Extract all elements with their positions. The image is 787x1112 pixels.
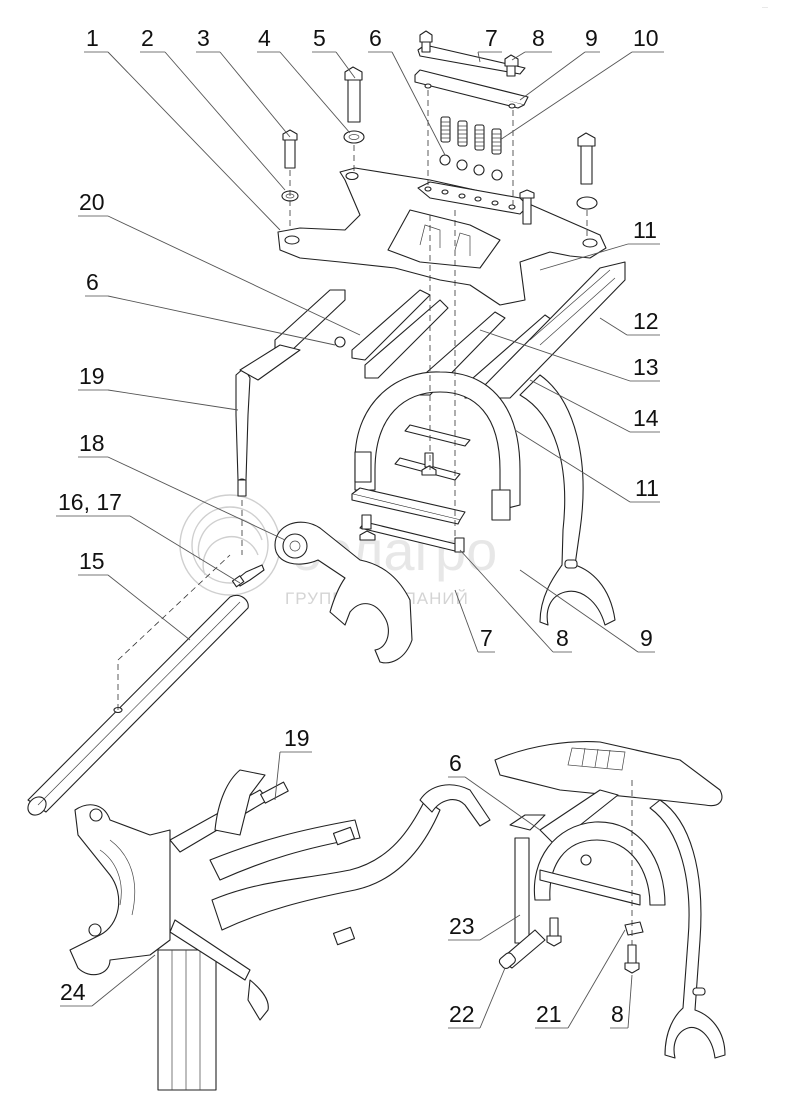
shift-rails-assembly xyxy=(235,210,626,626)
watermark-logo-icon xyxy=(179,494,281,596)
ball-part-6 xyxy=(580,854,592,866)
assembled-plate xyxy=(494,741,723,807)
fork-18-group xyxy=(27,500,413,816)
callout-11-top: 11 xyxy=(633,217,657,243)
lever-part-23 xyxy=(514,837,530,944)
callout-9: 9 xyxy=(585,25,598,51)
leader-lines xyxy=(56,51,664,1029)
callout-22: 22 xyxy=(449,1001,475,1027)
callout-3: 3 xyxy=(197,25,210,51)
callout-labels: 1 2 3 4 5 6 7 8 9 10 11 12 13 14 11 20 6… xyxy=(58,25,659,1027)
detent-balls-part-6 xyxy=(439,154,503,181)
callout-10: 10 xyxy=(633,25,659,51)
bolt-part-3 xyxy=(282,129,298,169)
shift-fork-part-14 xyxy=(354,371,521,511)
lock-plate-part-21 xyxy=(624,921,644,936)
shift-fork-part-18 xyxy=(274,521,413,664)
callout-13: 13 xyxy=(633,354,659,380)
callout-4: 4 xyxy=(258,25,271,51)
rail-part-20 xyxy=(351,289,431,361)
bolt-part-8-lower xyxy=(454,537,465,553)
callout-5: 5 xyxy=(313,25,326,51)
callout-2: 2 xyxy=(141,25,154,51)
housing-bracket xyxy=(69,804,171,976)
washer-part-4 xyxy=(343,130,365,144)
bolt-part-8-right xyxy=(546,917,640,974)
corner-mark: ··· xyxy=(762,5,768,11)
callout-7-lower: 7 xyxy=(480,625,493,651)
callout-18: 18 xyxy=(79,430,105,456)
callout-6-left: 6 xyxy=(86,269,99,295)
shift-fork-part-11 xyxy=(519,374,616,626)
callout-16-17: 16, 17 xyxy=(58,489,122,515)
detent-springs-part-10 xyxy=(440,116,502,155)
fork-right-bottom xyxy=(649,799,726,1059)
callout-19: 19 xyxy=(79,363,105,389)
callout-1: 1 xyxy=(86,25,99,51)
callout-12: 12 xyxy=(633,308,659,334)
callout-7: 7 xyxy=(485,25,498,51)
callout-11-lower: 11 xyxy=(635,475,659,501)
callout-19-bottom: 19 xyxy=(284,725,310,751)
callout-8-bottom: 8 xyxy=(611,1001,624,1027)
shift-lever-part-19 xyxy=(235,367,251,481)
grease-nipple-part-16-17 xyxy=(231,564,265,588)
callout-6: 6 xyxy=(369,25,382,51)
callout-24: 24 xyxy=(60,979,86,1005)
callout-8-lower: 8 xyxy=(556,625,569,651)
callout-6-bottom: 6 xyxy=(449,750,462,776)
bottom-right-assembly xyxy=(494,741,726,1059)
callout-23: 23 xyxy=(449,913,475,939)
upper-assembly xyxy=(277,30,607,306)
callout-20: 20 xyxy=(79,189,105,215)
callout-9-lower: 9 xyxy=(640,625,653,651)
bottom-left-assembly xyxy=(69,769,491,1091)
bolt-part-8 xyxy=(504,54,519,67)
pin-part-22 xyxy=(498,929,546,970)
callout-8: 8 xyxy=(532,25,545,51)
callout-21: 21 xyxy=(536,1001,562,1027)
shaft-part-15 xyxy=(27,594,249,816)
callout-15: 15 xyxy=(79,548,105,574)
rail-stack xyxy=(157,949,217,1091)
callout-14: 14 xyxy=(633,405,659,431)
